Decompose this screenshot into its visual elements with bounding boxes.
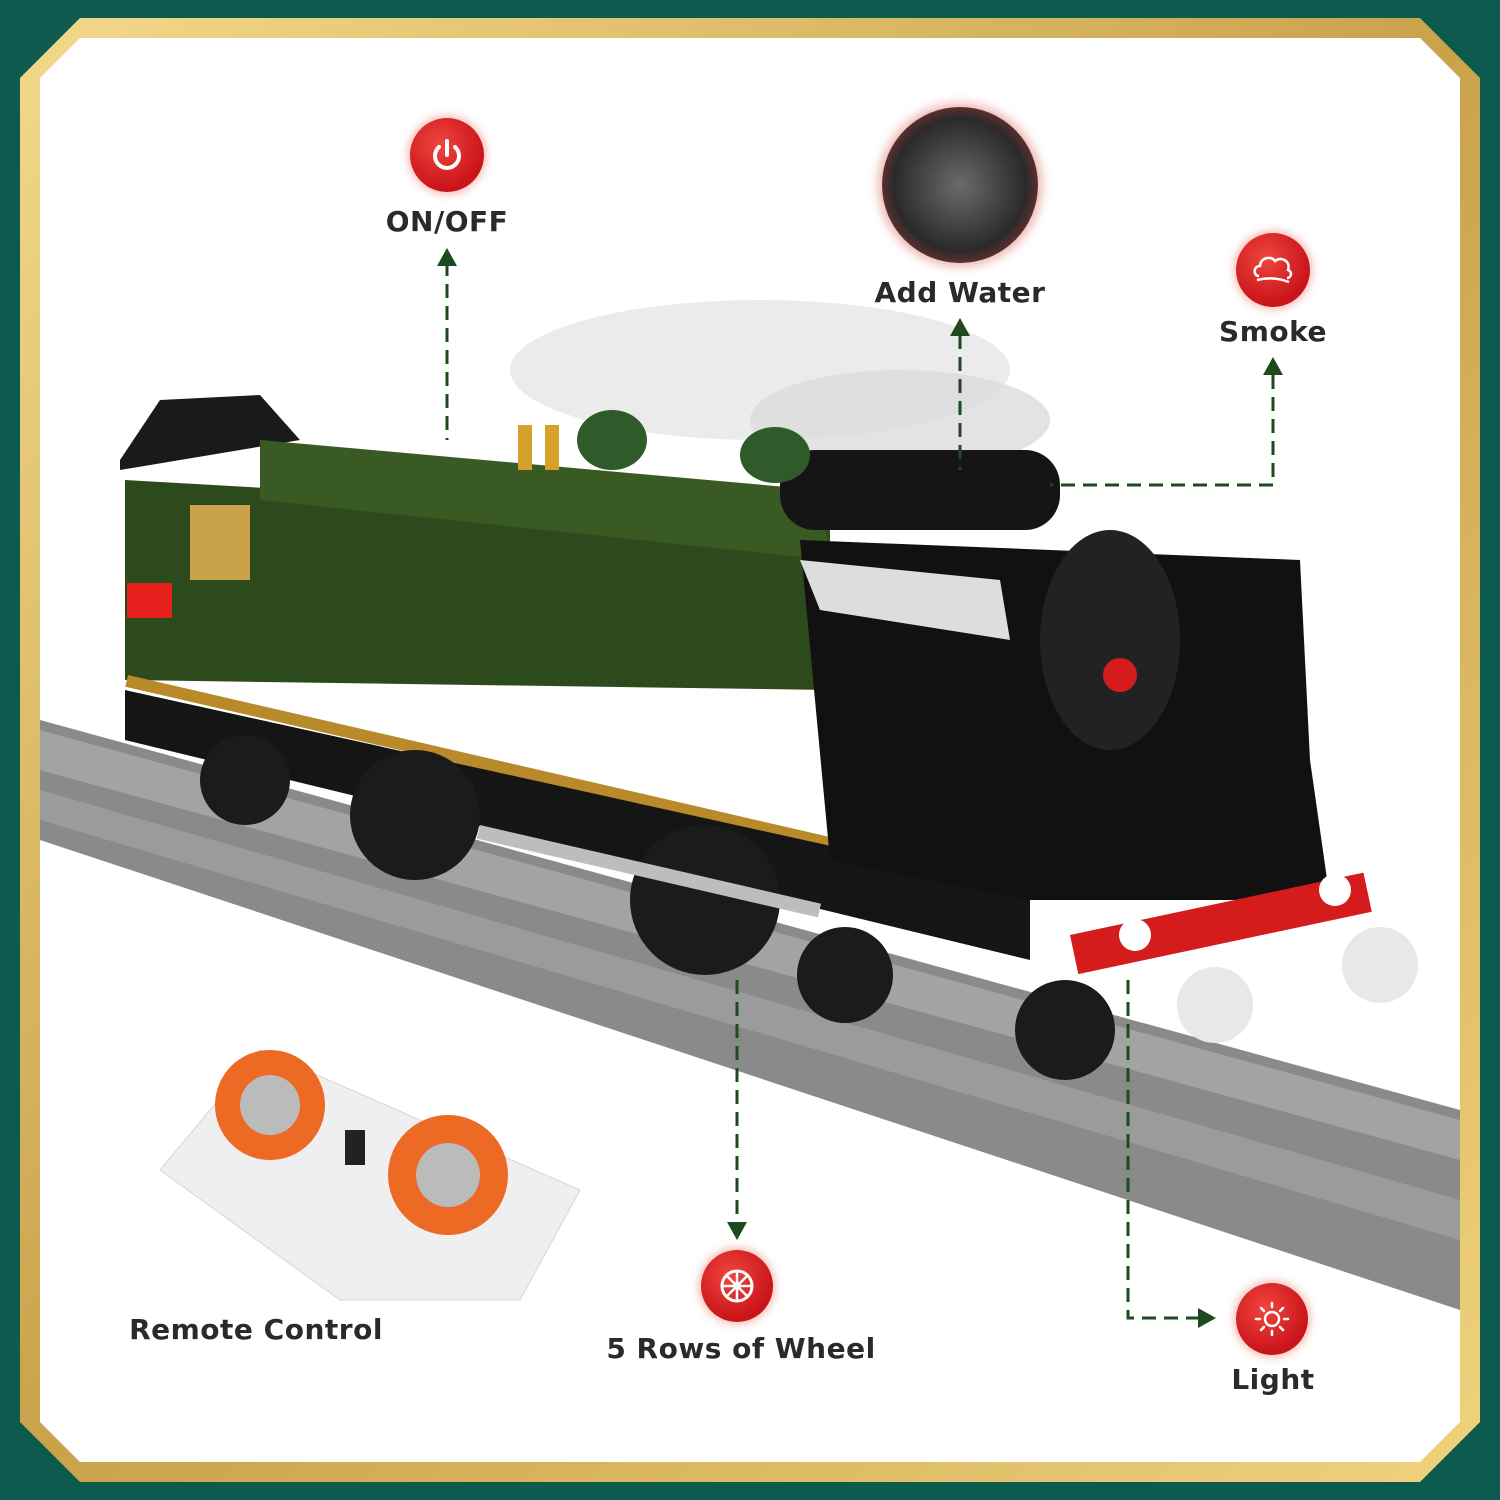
on-off-label: ON/OFF (385, 205, 509, 238)
remote-control-label: Remote Control (129, 1313, 383, 1346)
callout-arrowheads (437, 248, 1283, 1328)
wheel-icon (701, 1250, 773, 1322)
add-water-label: Add Water (874, 276, 1046, 309)
remote-control-illustration (159, 1049, 581, 1301)
sun-icon (1236, 1283, 1308, 1355)
wheels-label: 5 Rows of Wheel (606, 1332, 876, 1365)
locomotive (120, 395, 1418, 1080)
cloud-icon (1236, 233, 1310, 307)
water-tank-photo (882, 107, 1038, 263)
light-label: Light (1231, 1363, 1315, 1396)
power-icon (410, 118, 484, 192)
rail-track-lower (40, 790, 1460, 1240)
callout-lines (445, 262, 1275, 1320)
smoke-label: Smoke (1219, 315, 1327, 348)
